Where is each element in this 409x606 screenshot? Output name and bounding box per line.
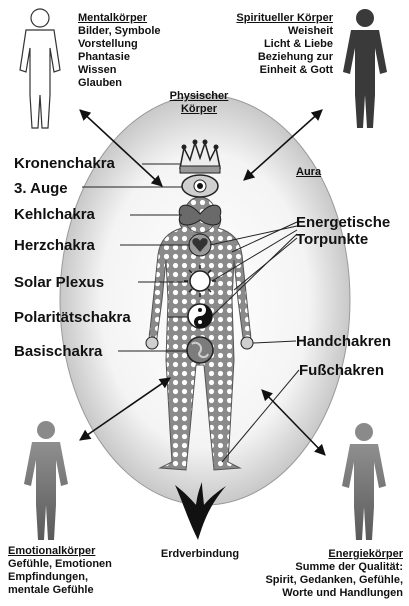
emotional-body-line: mentale Gefühle	[8, 584, 112, 597]
throat-chakra-label: Kehlchakra	[14, 206, 95, 223]
third-eye-label: 3. Auge	[14, 180, 68, 197]
solar-plexus-label: Solar Plexus	[14, 274, 104, 291]
heart-chakra-label: Herzchakra	[14, 237, 95, 254]
polarity-chakra-label: Polaritätschakra	[14, 309, 131, 326]
spiritual-body-label: Spiritueller Körper Weisheit Licht & Lie…	[208, 12, 333, 77]
crown-chakra-label: Kronenchakra	[14, 155, 115, 172]
base-chakra-globe	[187, 337, 213, 363]
foot-chakras-label: Fußchakren	[299, 362, 384, 379]
energy-body-label: Energiekörper Summe der Qualität: Spirit…	[235, 548, 403, 600]
emotional-body-label: Emotionalkörper Gefühle, Emotionen Empfi…	[8, 545, 112, 597]
polarity-yin-yang	[188, 304, 212, 328]
energetic-points-line-2: Torpunkte	[296, 231, 390, 248]
mental-body-line: Wissen	[78, 64, 161, 77]
spiritual-body-line: Einheit & Gott	[208, 64, 333, 77]
emotional-body-line: Gefühle, Emotionen	[8, 558, 112, 571]
energetic-points-line-1: Energetische	[296, 214, 390, 231]
physical-body-title-2: Körper	[154, 103, 244, 116]
mental-body-line: Vorstellung	[78, 38, 161, 51]
energy-body-figure	[342, 423, 386, 540]
heart-chakra	[189, 234, 211, 256]
mental-body-line: Phantasie	[78, 51, 161, 64]
mental-body-figure	[20, 9, 60, 128]
mental-body-title: Mentalkörper	[78, 12, 161, 25]
energetic-points-label: Energetische Torpunkte	[296, 214, 390, 248]
energy-body-line: Spirit, Gedanken, Gefühle,	[235, 574, 403, 587]
energy-body-title: Energiekörper	[235, 548, 403, 561]
hand-chakra-right	[241, 337, 253, 349]
mental-body-line: Glauben	[78, 77, 161, 90]
energy-body-line: Summe der Qualität:	[235, 561, 403, 574]
spiritual-body-figure	[343, 9, 387, 128]
spiritual-body-line: Licht & Liebe	[208, 38, 333, 51]
mental-body-label: Mentalkörper Bilder, Symbole Vorstellung…	[78, 12, 161, 90]
spiritual-body-line: Weisheit	[208, 25, 333, 38]
emotional-body-figure	[24, 421, 68, 540]
hand-chakras-label: Handchakren	[296, 333, 391, 350]
third-eye-symbol	[182, 175, 218, 197]
base-chakra-label: Basischakra	[14, 343, 102, 360]
physical-body-label: Physischer Körper	[154, 90, 244, 116]
energy-body-line: Worte und Handlungen	[235, 587, 403, 600]
aura-label: Aura	[296, 166, 321, 179]
hand-chakra-left	[146, 337, 158, 349]
spiritual-body-title: Spiritueller Körper	[208, 12, 333, 25]
mental-body-line: Bilder, Symbole	[78, 25, 161, 38]
emotional-body-title: Emotionalkörper	[8, 545, 112, 558]
physical-body-title-1: Physischer	[154, 90, 244, 103]
spiritual-body-line: Beziehung zur	[208, 51, 333, 64]
emotional-body-line: Empfindungen,	[8, 571, 112, 584]
